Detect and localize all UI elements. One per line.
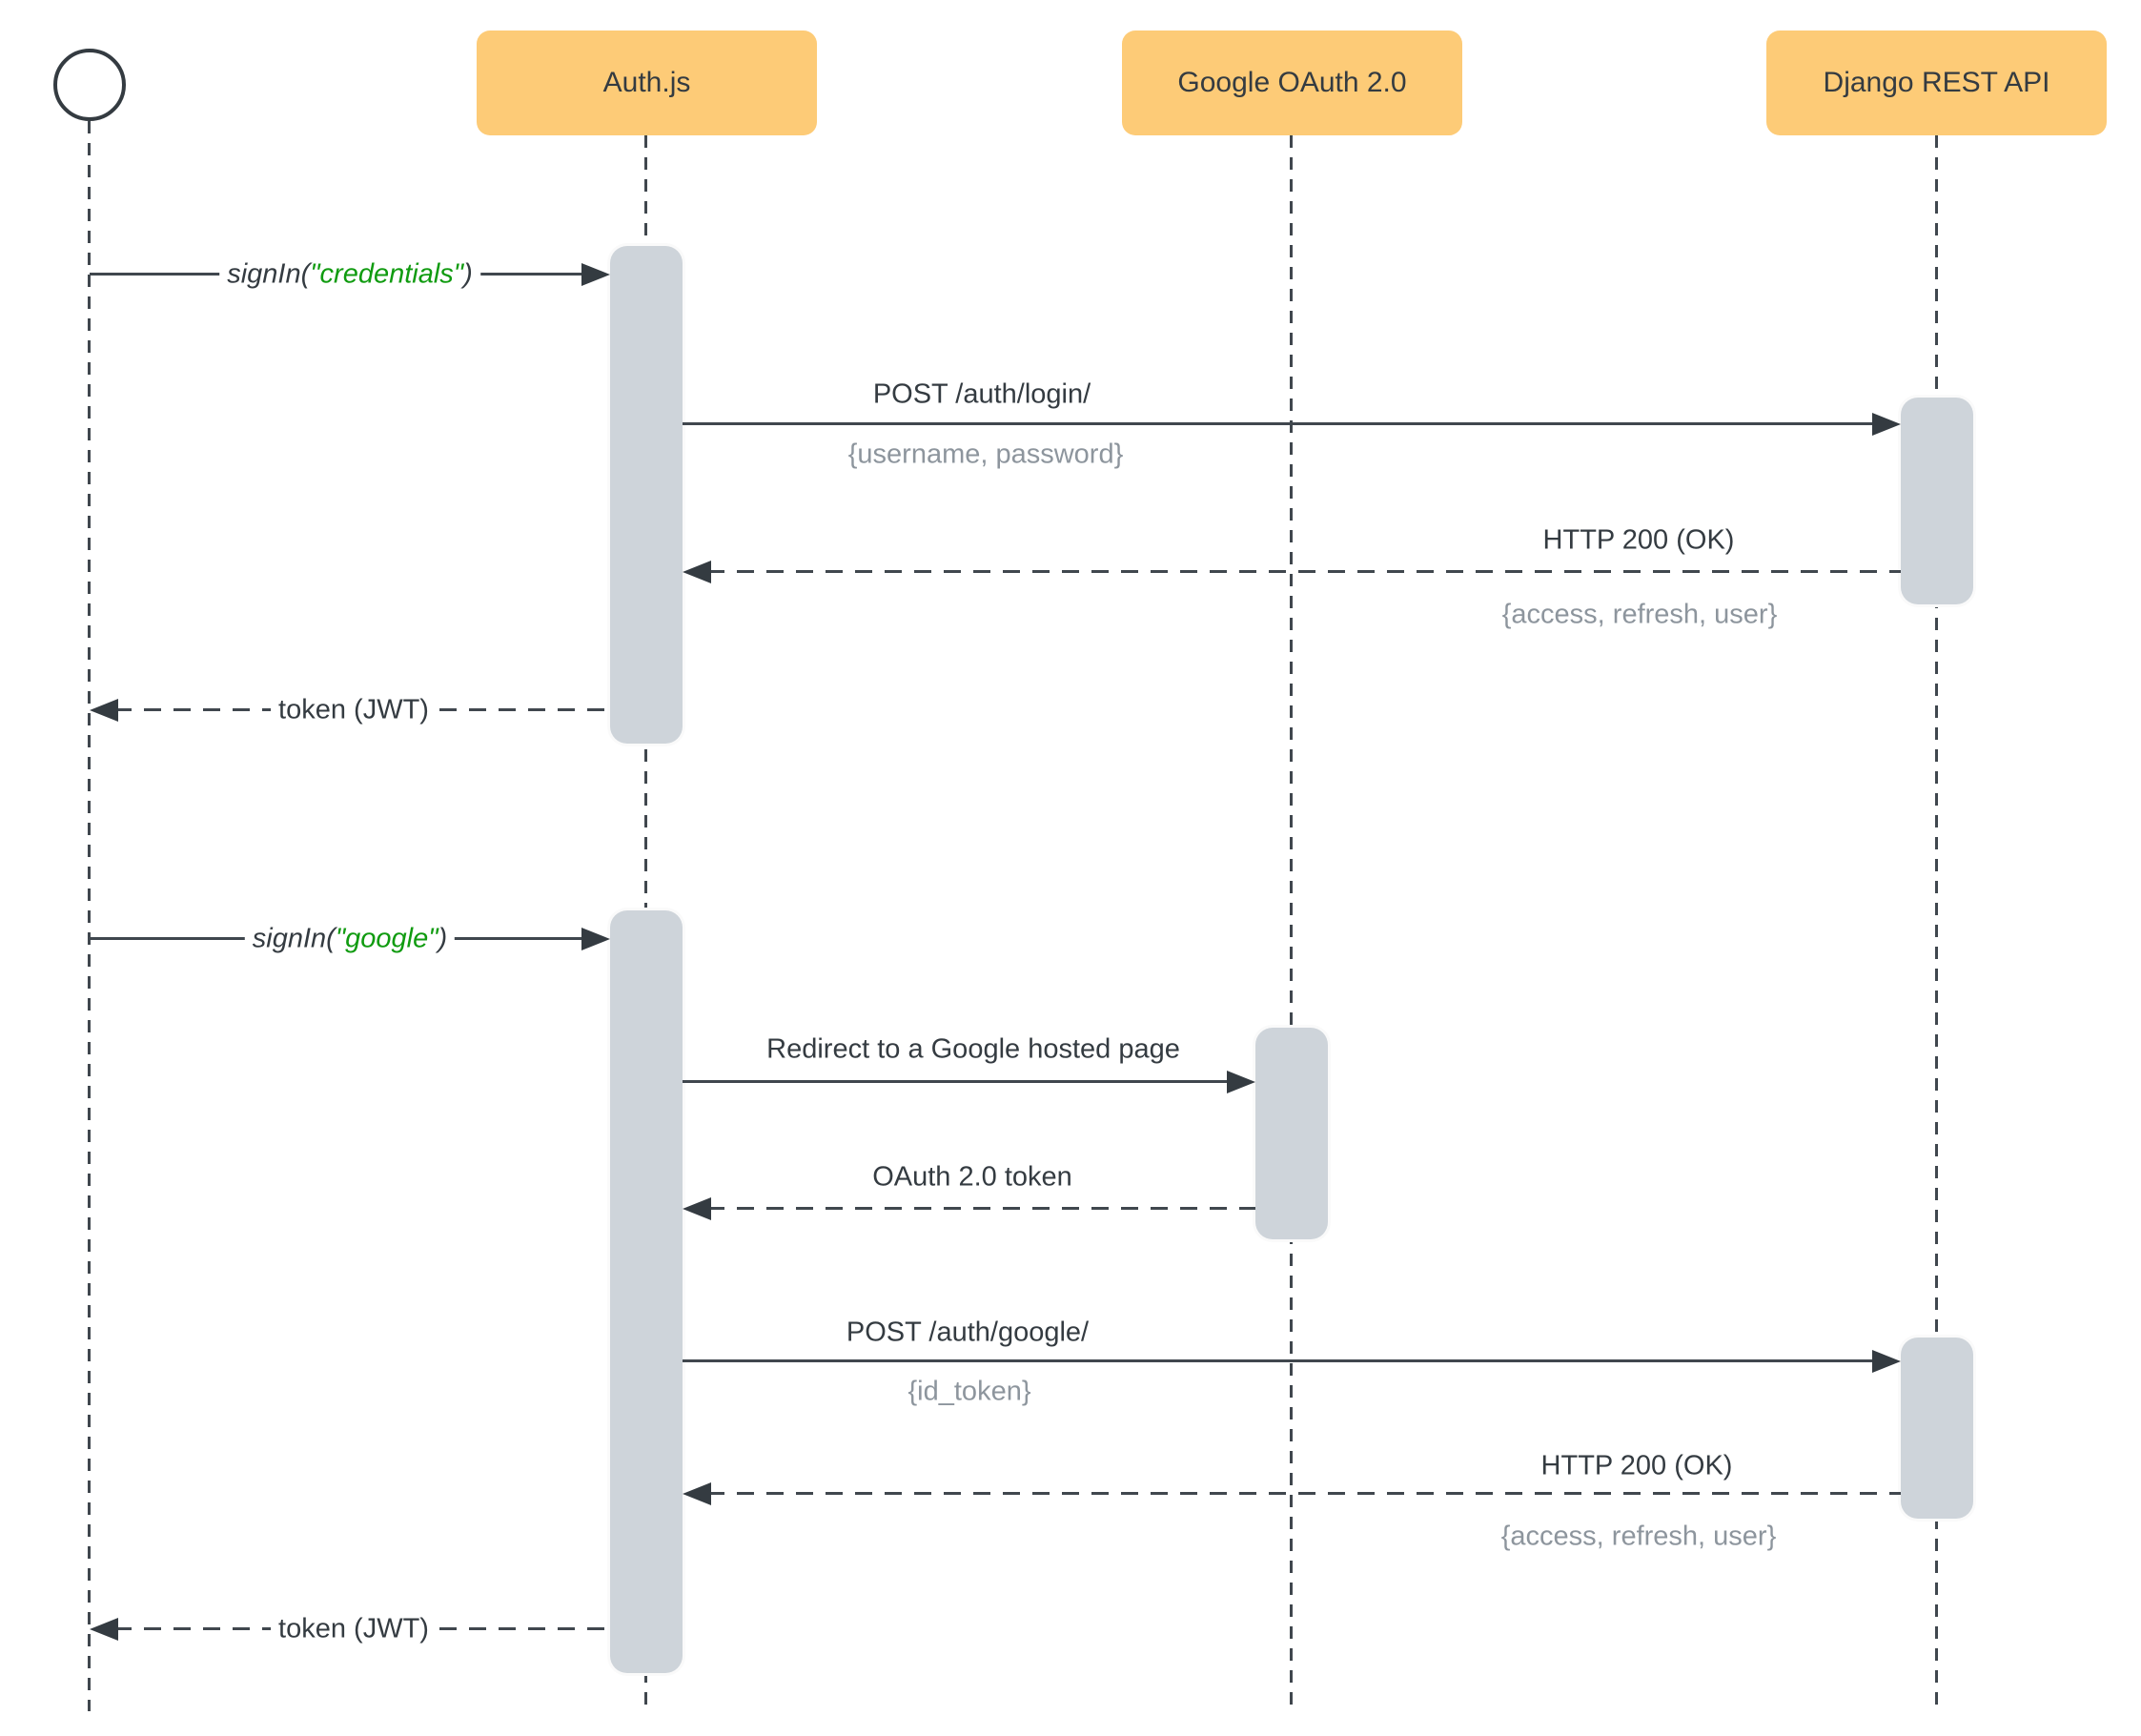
message-signin-google-label: signIn("google") — [244, 923, 456, 955]
message-post-google-label: POST /auth/google/ — [846, 1317, 1090, 1348]
arrowhead-right-icon — [1872, 413, 1901, 436]
participant-django: Django REST API — [1766, 31, 2107, 135]
arrowhead-right-icon — [1227, 1071, 1255, 1093]
participant-google-label: Google OAuth 2.0 — [1177, 67, 1407, 98]
arrowhead-right-icon — [581, 928, 610, 950]
arrowhead-left-icon — [683, 1197, 711, 1220]
activation-authjs-1 — [610, 246, 683, 744]
string-literal-google: "google" — [335, 923, 438, 954]
arrowhead-left-icon — [90, 1618, 118, 1641]
arrowhead-right-icon — [1872, 1350, 1901, 1373]
actor-icon — [53, 49, 126, 121]
message-http200-1-line — [707, 570, 1901, 573]
arrowhead-left-icon — [683, 561, 711, 583]
message-redirect-line — [683, 1080, 1232, 1083]
message-oauth-token-line — [707, 1207, 1255, 1210]
message-post-login-label: POST /auth/login/ — [872, 378, 1091, 410]
participant-authjs-label: Auth.js — [602, 67, 691, 98]
arrowhead-left-icon — [90, 699, 118, 722]
participant-django-label: Django REST API — [1823, 67, 2050, 98]
activation-django-1 — [1901, 398, 1973, 604]
message-post-google-payload: {id_token} — [907, 1376, 1031, 1407]
message-http200-2-line — [707, 1492, 1901, 1495]
string-literal-credentials: "credentials" — [310, 258, 464, 290]
lifeline-user — [88, 121, 91, 1711]
message-post-google-line — [683, 1359, 1876, 1362]
lifeline-google — [1290, 135, 1293, 1711]
lifeline-django — [1935, 135, 1938, 1711]
message-oauth-token-label: OAuth 2.0 token — [872, 1161, 1072, 1193]
participant-authjs: Auth.js — [477, 31, 817, 135]
message-post-login-payload: {username, password} — [847, 439, 1124, 470]
activation-google-1 — [1255, 1028, 1328, 1239]
arrowhead-left-icon — [683, 1482, 711, 1505]
message-http200-1-payload: {access, refresh, user} — [1501, 599, 1778, 630]
message-signin-credentials-label: signIn("credentials") — [219, 258, 480, 291]
activation-django-2 — [1901, 1338, 1973, 1519]
message-http200-2-payload: {access, refresh, user} — [1500, 1521, 1777, 1552]
message-http200-1-label: HTTP 200 (OK) — [1542, 524, 1735, 556]
message-token-jwt-1-label: token (JWT) — [271, 694, 437, 726]
message-post-login-line — [683, 422, 1876, 425]
participant-google: Google OAuth 2.0 — [1122, 31, 1462, 135]
message-http200-2-label: HTTP 200 (OK) — [1540, 1450, 1733, 1481]
arrowhead-right-icon — [581, 263, 610, 286]
message-redirect-label: Redirect to a Google hosted page — [766, 1033, 1180, 1065]
message-token-jwt-2-label: token (JWT) — [271, 1613, 437, 1645]
activation-authjs-2 — [610, 910, 683, 1673]
